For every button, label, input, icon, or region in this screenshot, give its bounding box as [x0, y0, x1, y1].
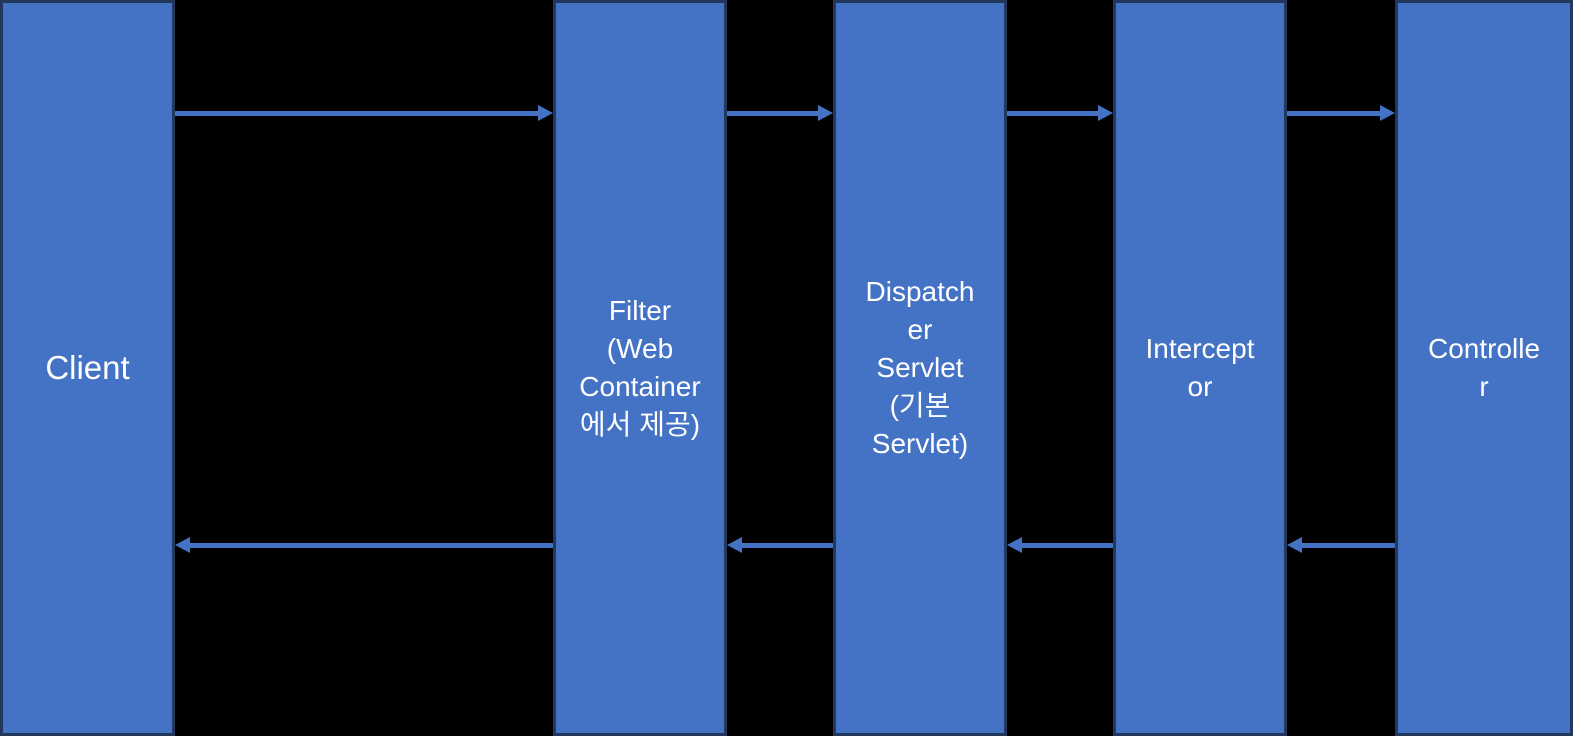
arrow-shaft	[1007, 110, 1100, 116]
arrow-head-right-icon	[1098, 105, 1113, 121]
arrow-head-right-icon	[1380, 105, 1395, 121]
label-line: Intercept	[1145, 333, 1255, 364]
column-filter-label: Filter (Web Container 에서 제공)	[579, 292, 700, 444]
arrow-shaft	[1020, 542, 1113, 548]
arrow-head-left-icon	[1287, 537, 1302, 553]
arrow-filter-to-client-icon	[175, 537, 553, 553]
label-line: 에서 제공)	[579, 409, 701, 440]
arrow-head-right-icon	[538, 105, 553, 121]
arrow-dispatcher-to-filter-icon	[727, 537, 833, 553]
arrow-filter-to-dispatcher-icon	[727, 105, 833, 121]
arrow-head-left-icon	[175, 537, 190, 553]
arrow-controller-to-interceptor-icon	[1287, 537, 1395, 553]
arrow-dispatcher-to-interceptor-icon	[1007, 105, 1113, 121]
column-client-label: Client	[45, 348, 129, 388]
label-line: Container	[579, 371, 701, 402]
arrow-client-to-filter-icon	[175, 105, 553, 121]
label-line: (Web	[606, 333, 674, 364]
column-interceptor: Intercept or	[1113, 0, 1287, 736]
column-client: Client	[0, 0, 175, 736]
arrow-head-right-icon	[818, 105, 833, 121]
arrow-shaft	[727, 110, 820, 116]
arrow-shaft	[740, 542, 833, 548]
arrow-head-left-icon	[1007, 537, 1022, 553]
arrow-shaft	[188, 542, 553, 548]
arrow-shaft	[175, 110, 540, 116]
arrow-interceptor-to-dispatcher-icon	[1007, 537, 1113, 553]
arrow-shaft	[1300, 542, 1395, 548]
label-line: Controlle	[1427, 333, 1541, 364]
label-line: Servlet	[876, 352, 964, 383]
label-line: Client	[45, 349, 130, 386]
label-line: (기본	[889, 390, 951, 421]
column-controller: Controlle r	[1395, 0, 1573, 736]
column-dispatcher-servlet: Dispatch er Servlet (기본 Servlet)	[833, 0, 1007, 736]
label-line: Dispatch	[865, 276, 975, 307]
column-filter: Filter (Web Container 에서 제공)	[553, 0, 727, 736]
label-line: r	[1479, 371, 1489, 402]
column-controller-label: Controlle r	[1428, 330, 1540, 406]
column-dispatcher-servlet-label: Dispatch er Servlet (기본 Servlet)	[866, 273, 975, 463]
arrow-head-left-icon	[727, 537, 742, 553]
label-line: or	[1187, 371, 1213, 402]
arrow-interceptor-to-controller-icon	[1287, 105, 1395, 121]
label-line: Filter	[608, 295, 672, 326]
arrow-shaft	[1287, 110, 1382, 116]
column-interceptor-label: Intercept or	[1146, 330, 1255, 406]
label-line: Servlet)	[871, 428, 969, 459]
label-line: er	[907, 314, 933, 345]
